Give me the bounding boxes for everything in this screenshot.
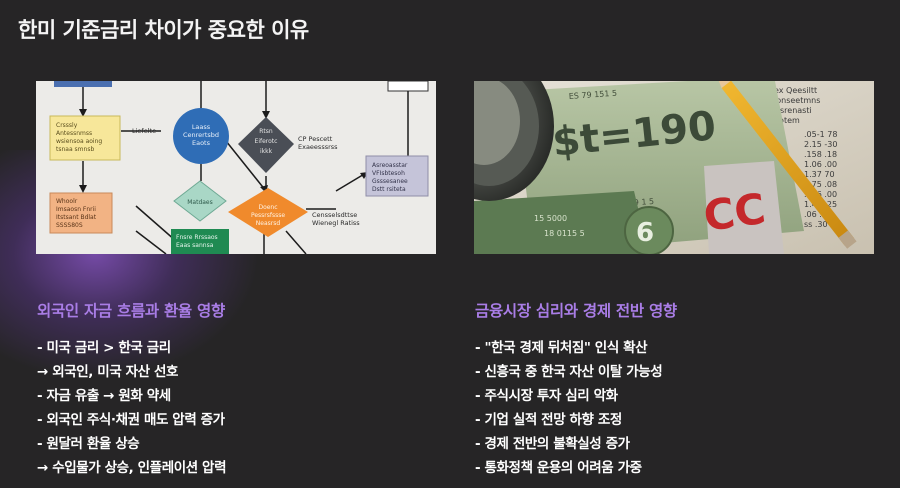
svg-text:15 5000: 15 5000 <box>534 214 567 223</box>
svg-text:1.37 70: 1.37 70 <box>804 170 835 179</box>
right-column-heading: 금융시장 심리와 경제 전반 영향 <box>475 302 677 320</box>
svg-text:Eiferotc: Eiferotc <box>255 138 278 145</box>
svg-text:Wienegl Ratiss: Wienegl Ratiss <box>312 219 360 227</box>
list-item: → 외국인, 미국 자산 선호 <box>37 364 179 380</box>
svg-text:ex Qeesiltt: ex Qeesiltt <box>774 86 817 95</box>
svg-text:Pessrsfssse: Pessrsfssse <box>251 212 285 219</box>
svg-text:18 0115 5: 18 0115 5 <box>544 229 585 238</box>
svg-text:ikkk: ikkk <box>260 148 273 155</box>
svg-text:wsiensoa aoing: wsiensoa aoing <box>56 138 102 145</box>
svg-text:CC: CC <box>701 184 769 241</box>
list-item: → 수입물가 상승, 인플레이션 압력 <box>37 460 227 476</box>
list-item: - 통화정책 운용의 어려움 가중 <box>475 460 642 476</box>
svg-text:Neasrsd: Neasrsd <box>256 220 281 227</box>
svg-text:.05-1 78: .05-1 78 <box>804 130 837 139</box>
svg-text:Gsssesanee: Gsssesanee <box>372 178 408 185</box>
svg-text:VFIsbtesoh: VFIsbtesoh <box>372 170 405 177</box>
svg-text:Fnsre Rrssaos: Fnsre Rrssaos <box>176 234 218 241</box>
svg-text:Liefelte: Liefelte <box>132 127 156 135</box>
svg-text:IS 9 1 5: IS 9 1 5 <box>624 197 655 208</box>
svg-text:.06 .58: .06 .58 <box>804 210 832 219</box>
list-item: - 기업 실적 전망 하향 조정 <box>475 412 622 428</box>
svg-text:ss .30: ss .30 <box>804 220 828 229</box>
page-title: 한미 기준금리 차이가 중요한 이유 <box>18 18 309 42</box>
svg-text:Eaots: Eaots <box>192 139 211 147</box>
svg-text:Nsrenasti: Nsrenasti <box>774 106 812 115</box>
svg-text:Cenrertsbd: Cenrertsbd <box>183 131 219 139</box>
list-item: - "한국 경제 뒤처짐" 인식 확산 <box>475 340 648 356</box>
svg-text:Asreoasstar: Asreoasstar <box>372 162 408 169</box>
svg-text:.016 .00: .016 .00 <box>804 190 837 199</box>
svg-text:2.75 .08: 2.75 .08 <box>804 180 837 189</box>
svg-text:2.15 -30: 2.15 -30 <box>804 140 837 149</box>
list-item: - 원달러 환율 상승 <box>37 436 140 452</box>
svg-text:CP Pescett: CP Pescett <box>298 135 333 143</box>
svg-text:Itstsant Bdlat: Itstsant Bdlat <box>56 214 97 221</box>
left-column-heading: 외국인 자금 흐름과 환율 영향 <box>37 302 225 320</box>
list-item: - 미국 금리 > 한국 금리 <box>37 340 171 356</box>
currency-and-pencil-photo: ex Qeesiltt lonseetmns Nsrenasti Eotem .… <box>474 81 874 254</box>
svg-text:Imsaosn Fnrii: Imsaosn Fnrii <box>56 206 96 213</box>
svg-text:lonseetmns: lonseetmns <box>774 96 820 105</box>
list-item: - 경제 전반의 불확실성 증가 <box>475 436 630 452</box>
svg-text:Whoolr: Whoolr <box>56 198 78 205</box>
svg-text:SSSS80S: SSSS80S <box>56 222 83 229</box>
list-item: - 신흥국 중 한국 자산 이탈 가능성 <box>475 364 663 380</box>
flowchart-diagram-image: Crsssly Antessnmss wsiensoa aoing tsnaa … <box>36 81 436 254</box>
right-bullet-list: - "한국 경제 뒤처짐" 인식 확산 - 신흥국 중 한국 자산 이탈 가능성… <box>475 338 663 482</box>
svg-text:Crsssly: Crsssly <box>56 122 78 129</box>
svg-text:6: 6 <box>636 218 654 248</box>
svg-text:Matdaes: Matdaes <box>187 199 213 206</box>
svg-text:Rtsn: Rtsn <box>259 128 273 135</box>
svg-text:1.06 .00: 1.06 .00 <box>804 160 837 169</box>
svg-text:Doenc: Doenc <box>258 204 277 211</box>
svg-text:Eotem: Eotem <box>774 116 800 125</box>
list-item: - 외국인 주식·채권 매도 압력 증가 <box>37 412 225 428</box>
svg-text:.158 .18: .158 .18 <box>804 150 837 159</box>
svg-text:Exaeesssrss: Exaeesssrss <box>298 143 338 151</box>
svg-text:ES 79 151 5: ES 79 151 5 <box>569 89 618 101</box>
svg-text:Dstt rsiteta: Dstt rsiteta <box>372 186 406 193</box>
svg-text:Laass: Laass <box>192 123 211 131</box>
left-bullet-list: - 미국 금리 > 한국 금리 → 외국인, 미국 자산 선호 - 자금 유출 … <box>37 338 227 482</box>
list-item: - 주식시장 투자 심리 악화 <box>475 388 618 404</box>
svg-text:Eaas sannsa: Eaas sannsa <box>176 242 214 249</box>
list-item: - 자금 유출 → 원화 약세 <box>37 388 171 404</box>
svg-text:Censselsdttse: Censselsdttse <box>312 211 357 219</box>
svg-text:Antessnmss: Antessnmss <box>56 130 92 137</box>
svg-text:tsnaa smnsb: tsnaa smnsb <box>56 146 94 153</box>
